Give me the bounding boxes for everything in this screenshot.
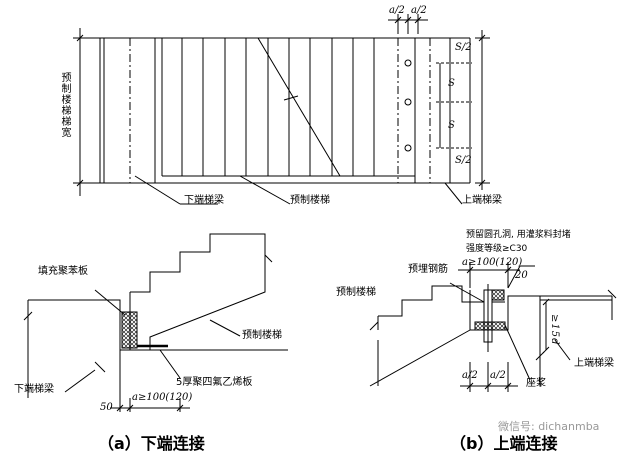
detail-b: [369, 262, 617, 392]
dim-s-1: S: [448, 78, 455, 89]
watermark: 微信号: dichanmba: [498, 420, 600, 433]
caption-b: （b）上端连接: [450, 434, 558, 453]
dim-s-2: S: [448, 120, 455, 131]
caption-a: （a）下端连接: [98, 434, 205, 453]
plan-view: [73, 14, 490, 205]
dim-a-half-right: a/2: [411, 5, 427, 16]
detail-b-beam-label: 上端梯梁: [574, 358, 614, 369]
detail-a-dim-50: 50: [100, 402, 113, 413]
fill-board-label: 填充聚苯板: [38, 266, 88, 277]
detail-b-stair-label: 预制楼梯: [336, 287, 376, 298]
detail-a-stair-label: 预制楼梯: [242, 330, 282, 341]
plan-stair-label: 预制楼梯: [290, 195, 330, 206]
detail-b-dim-a-half-left: a/2: [462, 370, 478, 381]
detail-b-dim-a: a≥100(120): [462, 257, 523, 268]
mortar-label: 座浆: [526, 378, 546, 389]
embedded-bar-label: 预埋钢筋: [408, 264, 448, 275]
detail-a-beam-label: 下端梯梁: [14, 384, 54, 395]
detail-a-dim-a: a≥100(120): [132, 392, 193, 403]
dim-s-half-bottom: S/2: [455, 155, 472, 166]
ptfe-pad-label: 5厚聚四氟乙烯板: [176, 377, 253, 388]
plan-width-label: 预制楼梯梯宽: [59, 72, 70, 138]
detail-b-dim-a-half-right: a/2: [490, 370, 506, 381]
dim-a-half-left: a/2: [389, 5, 405, 16]
detail-b-dim-15d: ≥15d: [549, 314, 560, 346]
detail-a: [23, 233, 288, 412]
hole-label-line1: 预留圆孔洞, 用灌浆料封堵: [466, 230, 571, 240]
dim-s-half-top: S/2: [455, 42, 472, 53]
hole-label-line2: 强度等级≥C30: [466, 244, 528, 254]
plan-lower-beam-label: 下端梯梁: [184, 195, 224, 206]
detail-b-dim-20: 20: [515, 270, 528, 281]
plan-upper-beam-label: 上端梯梁: [462, 195, 502, 206]
